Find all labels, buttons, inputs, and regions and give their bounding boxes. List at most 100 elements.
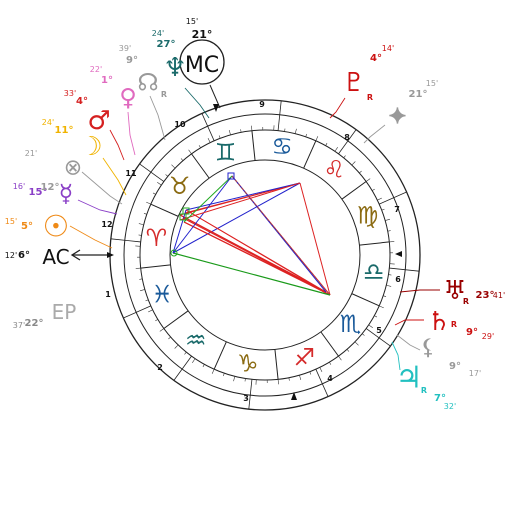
- degree-tick: [305, 133, 307, 137]
- ep-label: EP: [52, 300, 77, 324]
- ac-arrow-head: [70, 249, 81, 261]
- dc-marker: [395, 251, 402, 257]
- sign-divider: [213, 341, 227, 370]
- north-node-retrograde: R: [161, 90, 167, 99]
- saturn-leader-line: [394, 319, 424, 326]
- jupiter-degree: 7°: [434, 393, 446, 404]
- degree-tick: [389, 241, 395, 243]
- house-number-10: 10: [174, 120, 186, 129]
- degree-tick: [309, 371, 312, 375]
- house-number-5: 5: [376, 326, 382, 335]
- degree-tick: [365, 178, 371, 182]
- uranus-icon: ♅: [443, 276, 466, 306]
- aspect-marker: [170, 249, 178, 257]
- sign-leo-icon: ♌: [323, 156, 345, 184]
- mars-degree: 4°: [76, 96, 88, 107]
- degree-tick: [374, 315, 378, 318]
- degree-tick: [354, 341, 359, 346]
- part-of-fortune-minutes: 21': [25, 149, 37, 158]
- degree-tick: [377, 197, 382, 201]
- house-cusp: [315, 369, 329, 397]
- sign-divider: [359, 241, 390, 246]
- sign-divider: [150, 203, 179, 217]
- venus-leader-line: [127, 111, 136, 156]
- mc-degree: 21°: [192, 28, 213, 41]
- angle-markers: [70, 39, 402, 400]
- pluto-leader-line: [329, 97, 346, 119]
- sun-leader-line: [69, 225, 113, 249]
- degree-tick: [148, 309, 153, 313]
- lilith-minutes: 17': [469, 369, 481, 378]
- uranus-retrograde: R: [463, 297, 469, 306]
- degree-tick: [334, 147, 338, 152]
- sign-divider: [274, 349, 279, 380]
- pluto-retrograde: R: [367, 93, 373, 102]
- jupiter-icon: ♃: [396, 361, 423, 396]
- degree-tick: [145, 299, 149, 302]
- mc-circle: [179, 39, 225, 85]
- degree-tick: [207, 138, 211, 143]
- mercury-icon: ☿: [59, 179, 74, 207]
- vertex-leader-line: [363, 124, 386, 144]
- house-cusp: [365, 328, 391, 347]
- sign-sagittarius-icon: ♐: [294, 344, 316, 372]
- house-cusp: [201, 113, 215, 141]
- degree-tick: [139, 278, 143, 280]
- aspect-line: [185, 182, 301, 211]
- saturn-minutes: 29': [482, 332, 494, 341]
- degree-tick: [211, 369, 215, 374]
- degree-tick: [184, 351, 187, 355]
- pluto-minutes: 14': [382, 44, 394, 53]
- aspect-line: [179, 214, 327, 293]
- north-node-icon: ☊: [137, 68, 158, 96]
- venus-icon: ♀: [119, 83, 137, 111]
- degree-tick: [329, 361, 332, 365]
- degree-tick: [202, 364, 205, 368]
- degree-tick: [240, 129, 242, 133]
- degree-tick: [315, 136, 319, 141]
- aspect-line: [172, 182, 301, 254]
- house-number-9: 9: [259, 100, 265, 109]
- degree-tick: [135, 267, 141, 269]
- degree-tick: [371, 188, 375, 191]
- aspect-lines: [170, 172, 331, 296]
- aspect-marker: [179, 213, 187, 221]
- degree-tick: [218, 135, 221, 139]
- house-number-ring: [123, 113, 407, 397]
- house-number-11: 11: [125, 169, 137, 178]
- degree-tick: [338, 355, 342, 361]
- sign-divider: [191, 153, 210, 179]
- aspect-marker: [227, 172, 235, 180]
- degree-tick: [361, 333, 365, 336]
- north-node-degree: 9°: [126, 55, 138, 66]
- mars-leader-line: [109, 129, 125, 161]
- mars-minutes: 33': [64, 89, 76, 98]
- ac-marker: [107, 252, 114, 258]
- sign-divider: [163, 310, 189, 329]
- planet-leader-lines: [69, 87, 440, 371]
- neptune-minutes: 24': [152, 29, 164, 38]
- degree-tick: [346, 349, 350, 352]
- aspect-line: [299, 182, 331, 296]
- house-cusp: [338, 129, 357, 155]
- degree-tick: [159, 328, 165, 332]
- aspect-line: [185, 209, 327, 293]
- house-number-6: 6: [395, 275, 401, 284]
- chart-rings: [109, 99, 421, 411]
- pluto-degree: 4°: [370, 53, 382, 64]
- degree-tick: [319, 367, 323, 372]
- house-cusp: [139, 163, 165, 182]
- mars-icon: ♂: [87, 106, 110, 136]
- sign-pisces-icon: ♓: [152, 280, 174, 308]
- degree-tick: [233, 376, 236, 382]
- degree-ticks: [135, 125, 395, 385]
- sign-divider: [303, 140, 317, 169]
- venus-minutes: 22': [90, 65, 102, 74]
- ep-degree: 22°: [25, 318, 44, 329]
- pluto-icon: ♇: [342, 68, 365, 98]
- degree-tick: [152, 192, 156, 195]
- aspect-line: [231, 175, 331, 296]
- neptune-leader-line: [184, 87, 210, 119]
- mc-label: MC: [185, 53, 219, 78]
